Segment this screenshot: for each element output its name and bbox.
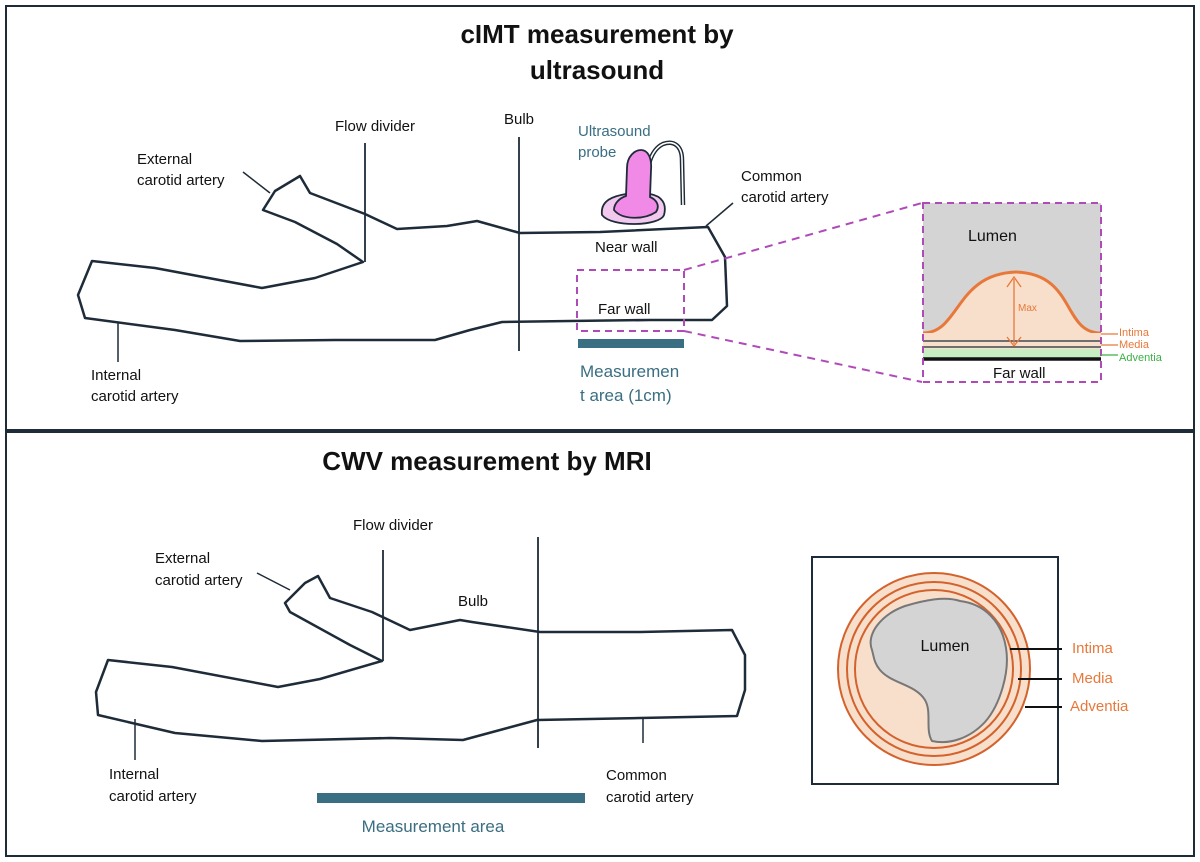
max-arrow-head-up <box>1006 275 1022 288</box>
cross-adventia-label: Adventia <box>1070 698 1129 715</box>
cross-section-diagram: Lumen <box>811 556 1062 785</box>
bottom-internal-label-2: carotid artery <box>109 788 197 805</box>
probe-label-2: probe <box>578 144 616 161</box>
bottom-common-label-2: carotid artery <box>606 789 694 806</box>
zoom-adventia-band <box>923 349 1101 358</box>
measurement-label-1: Measuremen <box>580 362 679 381</box>
top-external-leader <box>242 171 271 194</box>
bottom-measurement-bar <box>317 793 585 803</box>
probe-label-1: Ultrasound <box>578 123 651 140</box>
zoom-frame <box>922 202 1102 383</box>
far-wall-label: Far wall <box>598 301 651 318</box>
top-title-line2: ultrasound <box>530 55 664 85</box>
top-artery-outline <box>76 174 729 343</box>
zoom-lumen-label: Lumen <box>968 228 1017 245</box>
bottom-external-label-1: External <box>155 550 210 567</box>
zoom-adventia-label: Adventia <box>1119 352 1163 364</box>
bottom-common-label-1: Common <box>606 767 667 784</box>
cross-lumen-shape <box>869 597 1008 743</box>
zoom-intima-label: Intima <box>1119 327 1150 339</box>
zoom-intima-curve <box>922 270 1102 335</box>
measurement-label-2: t area (1cm) <box>580 386 672 405</box>
top-common-label-2: carotid artery <box>741 189 829 206</box>
zoom-line-top <box>683 202 923 271</box>
cross-intima-label: Intima <box>1072 640 1114 657</box>
top-external-label-1: External <box>137 151 192 168</box>
bottom-bulb-label: Bulb <box>458 593 488 610</box>
bottom-internal-label-1: Internal <box>109 766 159 783</box>
max-label: Max <box>1018 303 1037 314</box>
top-external-label-2: carotid artery <box>137 172 225 189</box>
top-panel-frame <box>5 5 1195 431</box>
zoom-plaque <box>923 272 1101 333</box>
zoom-line-bottom <box>683 330 923 383</box>
cross-lumen-label: Lumen <box>921 638 970 655</box>
measurement-bar <box>578 339 684 348</box>
bottom-panel-frame <box>5 431 1195 857</box>
top-internal-label-1: Internal <box>91 367 141 384</box>
bottom-flow-divider-label: Flow divider <box>353 517 433 534</box>
bottom-external-label-2: carotid artery <box>155 572 243 589</box>
bottom-external-leader <box>256 572 291 591</box>
top-common-label-1: Common <box>741 168 802 185</box>
near-wall-label: Near wall <box>595 239 658 256</box>
bottom-artery-outline <box>94 574 747 743</box>
top-title-line1: cIMT measurement by <box>460 19 734 49</box>
max-arrow-head-down <box>1006 336 1022 348</box>
top-internal-label-2: carotid artery <box>91 388 179 405</box>
cross-media-label: Media <box>1072 670 1114 687</box>
zoom-far-wall-label: Far wall <box>993 365 1046 382</box>
ultrasound-probe-icon <box>601 140 686 225</box>
bottom-measurement-label: Measurement area <box>362 817 505 836</box>
top-flow-divider-label: Flow divider <box>335 118 415 135</box>
top-common-leader <box>705 202 734 227</box>
zoom-media-label: Media <box>1119 339 1150 351</box>
bottom-title: CWV measurement by MRI <box>322 446 651 476</box>
measurement-box <box>576 269 685 332</box>
top-bulb-label: Bulb <box>504 111 534 128</box>
zoom-inset: Max Lumen Far wall Intima Media Adventia <box>922 202 1163 383</box>
